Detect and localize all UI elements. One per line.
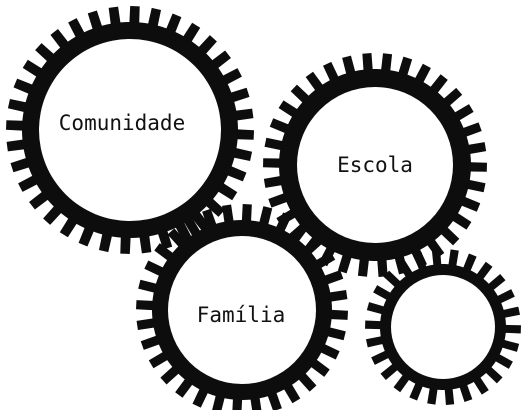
gear-escola-hub <box>297 87 453 243</box>
gear-comunidade: Comunidade <box>6 6 254 254</box>
gear-comunidade-label: Comunidade <box>59 111 185 135</box>
gear-familia: Família <box>136 204 348 410</box>
gear-blank-hub <box>391 275 495 379</box>
gear-blank <box>365 249 521 405</box>
gear-familia-label: Família <box>197 303 286 327</box>
gear-familia-hub <box>168 236 316 384</box>
gear-escola: Escola <box>263 53 487 277</box>
gear-escola-label: Escola <box>337 153 413 177</box>
gear-comunidade-hub <box>39 39 221 221</box>
